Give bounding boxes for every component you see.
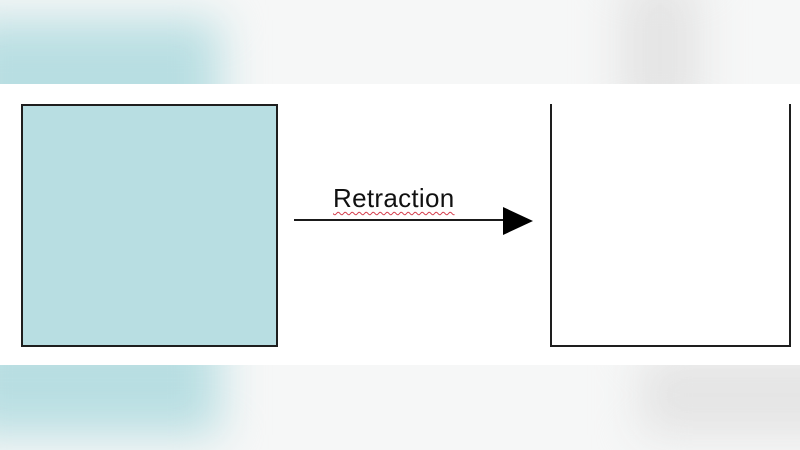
blur-gray-top	[620, 0, 700, 84]
blur-teal-bottom	[0, 365, 220, 435]
filled-square-shape	[21, 104, 278, 347]
open-container-shape	[550, 104, 791, 347]
diagram-canvas: Retraction	[0, 84, 800, 365]
blur-gray-bottom	[640, 365, 800, 435]
blur-teal-top	[0, 20, 220, 84]
arrow-label: Retraction	[333, 183, 455, 213]
arrow-shaft	[294, 219, 506, 221]
blurred-bottom-band	[0, 365, 800, 450]
arrow-head-icon	[503, 207, 533, 235]
blurred-top-band	[0, 0, 800, 84]
